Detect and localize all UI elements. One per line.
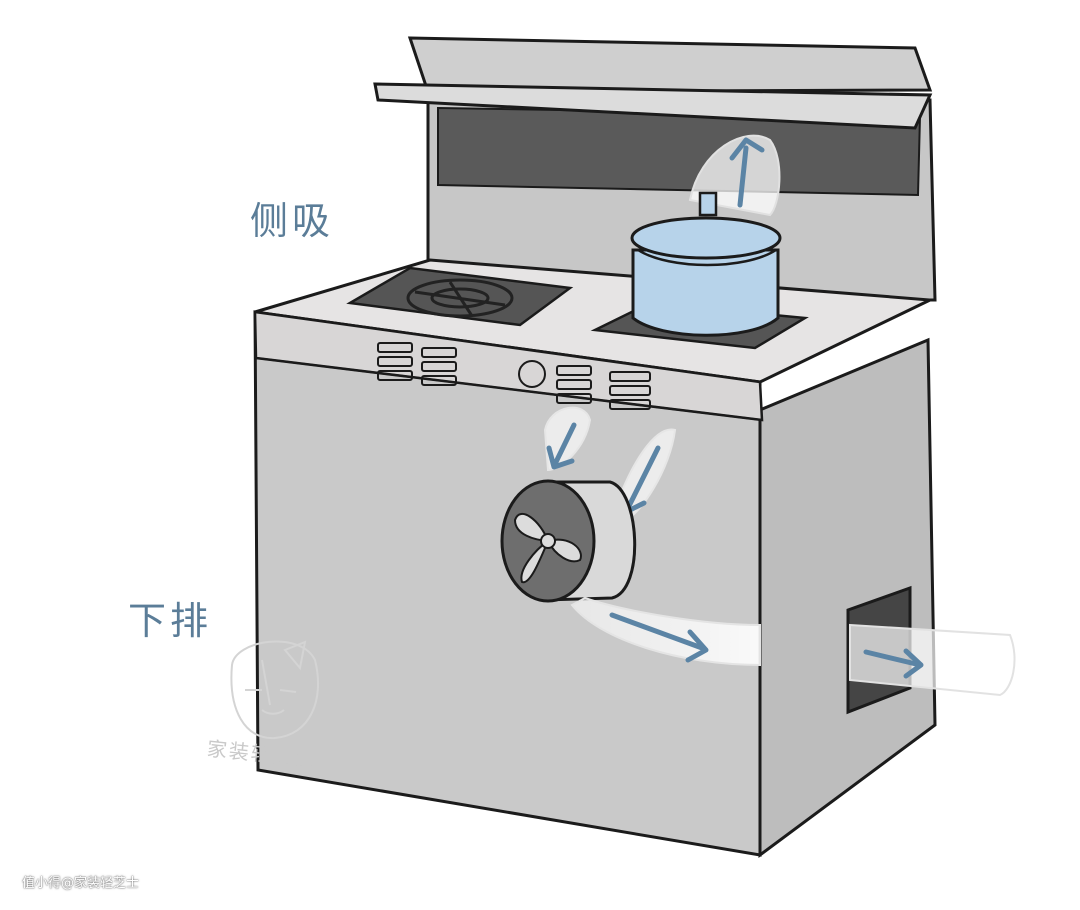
pot-icon — [630, 191, 782, 337]
down-exhaust-label: 下排 — [128, 599, 213, 643]
arrow-icon — [609, 612, 705, 651]
back-panel — [373, 36, 937, 302]
arrow-icon — [737, 145, 749, 208]
burner-icon — [346, 266, 574, 327]
fan-icon — [500, 479, 637, 603]
side-intake-label: 侧吸 — [250, 199, 335, 243]
arrow-icon — [685, 629, 709, 663]
arrow-icon — [546, 445, 575, 470]
arrow-icon — [903, 648, 924, 679]
arrow-icon — [729, 137, 765, 161]
cabinet-front — [253, 310, 764, 857]
mascot-icon — [230, 640, 320, 740]
exhaust-airflow — [570, 596, 761, 667]
arrow-icon — [553, 422, 577, 465]
watermark-credit: 值小得@家装轻芝士 — [22, 876, 140, 891]
exhaust-vent — [846, 585, 1016, 715]
arrow-icon — [625, 445, 661, 511]
control-panel — [377, 342, 651, 410]
arrow-icon — [863, 649, 919, 667]
